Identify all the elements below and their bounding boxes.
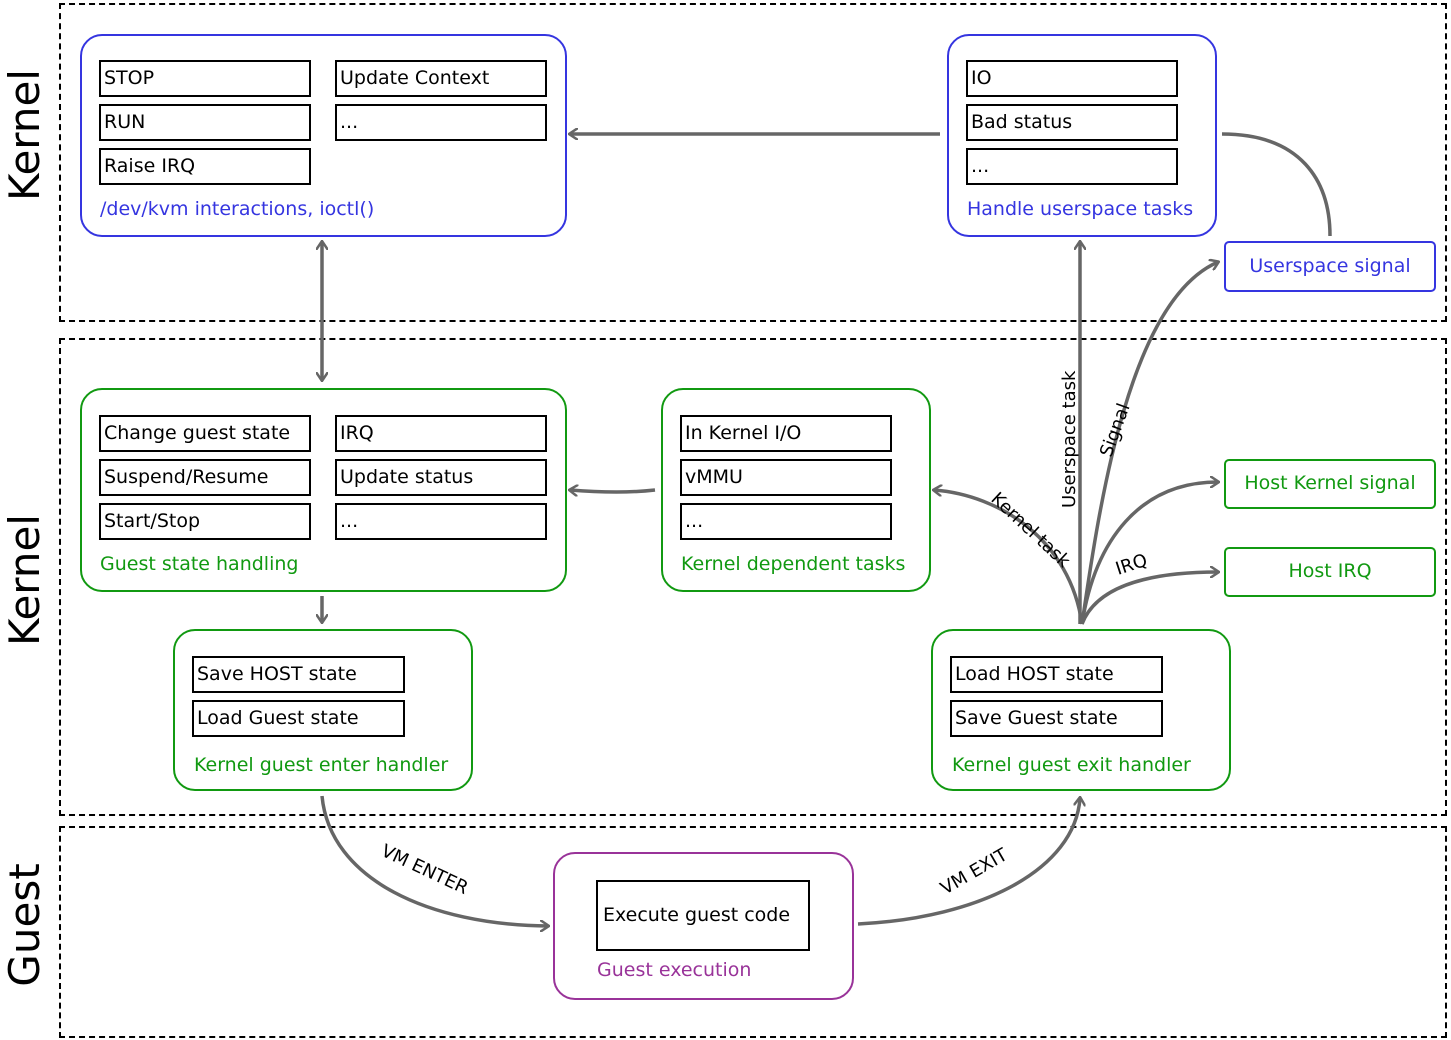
guest-state-item-more: ... [335, 503, 547, 540]
kvm-item-more: ... [335, 104, 547, 141]
enter-item-save-host: Save HOST state [192, 656, 405, 693]
guest-state-item-start: Start/Stop [99, 503, 311, 540]
guest-state-item-suspend: Suspend/Resume [99, 459, 311, 496]
exit-handler-caption: Kernel guest exit handler [952, 754, 1191, 776]
arrow-vm-enter [320, 795, 548, 926]
kvm-item-run: RUN [99, 104, 311, 141]
label-irq: IRQ [1113, 550, 1150, 580]
arrow-vm-exit [857, 798, 1080, 926]
exit-item-save-guest: Save Guest state [950, 700, 1163, 737]
kernel-dep-caption: Kernel dependent tasks [681, 553, 906, 575]
guest-state-item-change: Change guest state [99, 415, 311, 452]
userspace-item-bad-status: Bad status [966, 104, 1178, 141]
exit-item-load-host: Load HOST state [950, 656, 1163, 693]
kernel-mid-region [59, 338, 1447, 816]
enter-handler-caption: Kernel guest enter handler [194, 754, 449, 776]
kernel-top-region [59, 3, 1447, 322]
arrow-userspace-to-signal [1221, 132, 1332, 237]
kvm-item-stop: STOP [99, 60, 311, 97]
label-signal: Signal [1096, 401, 1135, 460]
guest-state-item-update-status: Update status [335, 459, 547, 496]
guest-state-item-irq: IRQ [335, 415, 547, 452]
kernel-dep-item-io: In Kernel I/O [680, 415, 892, 452]
arrow-exit-to-kerneldep [934, 490, 1084, 625]
label-userspace-task: Userspace task [1059, 370, 1080, 508]
host-irq-box: Host IRQ [1224, 547, 1436, 597]
userspace-box-caption: Handle userspace tasks [967, 198, 1194, 220]
kvm-item-raise-irq: Raise IRQ [99, 148, 311, 185]
arrow-kerneldep-to-gueststate [570, 490, 656, 492]
kernel-dep-item-more: ... [680, 503, 892, 540]
guest-region [59, 826, 1447, 1038]
userspace-item-more: ... [966, 148, 1178, 185]
kvm-item-update-context: Update Context [335, 60, 547, 97]
userspace-item-io: IO [966, 60, 1178, 97]
arrow-exit-to-signal [1080, 262, 1218, 625]
guest-execution-caption: Guest execution [597, 959, 752, 981]
kvm-box-caption: /dev/kvm interactions, ioctl() [100, 198, 375, 220]
userspace-signal-box: Userspace signal [1224, 241, 1436, 292]
enter-item-load-guest: Load Guest state [192, 700, 405, 737]
kernel-dep-item-vmmu: vMMU [680, 459, 892, 496]
arrow-exit-to-host-irq [1080, 572, 1218, 625]
guest-item-execute: Execute guest code [596, 880, 810, 951]
host-kernel-signal-box: Host Kernel signal [1224, 459, 1436, 509]
arrow-exit-to-host-kernel-signal [1080, 482, 1218, 625]
guest-state-caption: Guest state handling [100, 553, 299, 575]
